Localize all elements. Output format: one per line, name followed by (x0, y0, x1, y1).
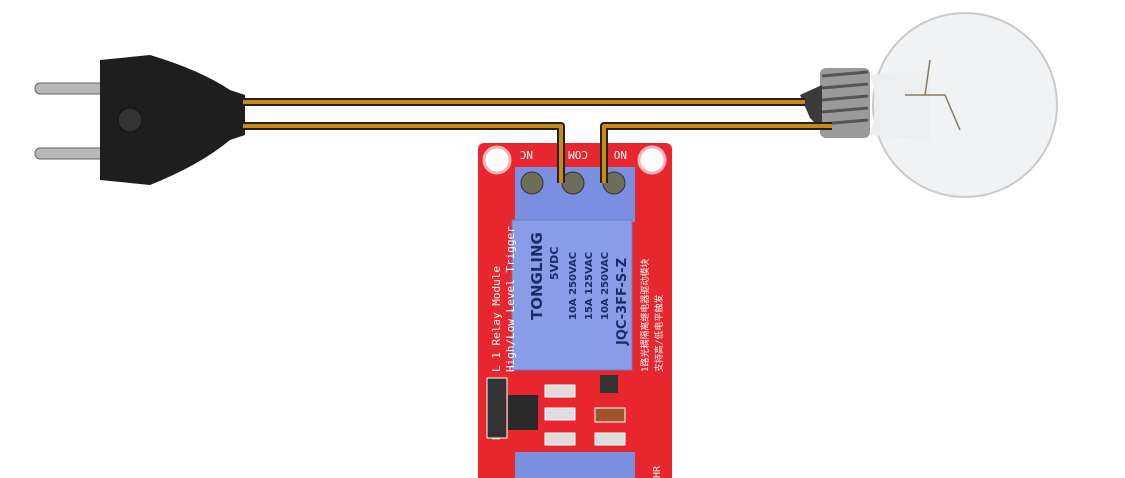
relay-model: JQC-3FF-S-Z (615, 258, 630, 346)
relay-brand: TONGLING (528, 232, 546, 320)
terminal-label-no: NO (614, 148, 627, 161)
relay-rating-2: 15A 125VAC (584, 252, 595, 320)
board-subtitle: High/Low Level Trigger (504, 226, 517, 372)
light-bulb (800, 12, 1058, 198)
screw-com (561, 171, 585, 195)
relay-rating-1: 10A 250VAC (568, 252, 579, 320)
input-terminal-block (515, 452, 635, 478)
board-cn-line-1: 1路光耦隔离继电器驱动模块 (639, 259, 651, 372)
board-title: L 1 Relay Module (490, 266, 503, 372)
corner-label: HR (652, 465, 663, 478)
screw-nc (520, 171, 544, 195)
terminal-label-nc: NC (520, 148, 533, 161)
wire-no-to-bulb (602, 124, 832, 183)
relay-coil: 5VDC (548, 247, 561, 280)
optocoupler-chip (508, 395, 538, 430)
relay (511, 219, 633, 371)
wires (243, 98, 832, 183)
board-cn-line-2: 支持高/低电平触发 (653, 295, 665, 372)
jumper-header (486, 377, 508, 439)
power-plug (34, 55, 245, 185)
transistor (600, 375, 618, 393)
relay-rating-3: 10A 250VAC (600, 252, 611, 320)
terminal-label-com: COM (568, 148, 588, 161)
wire-plug-to-com (243, 124, 563, 183)
relay-module-board: NC COM NO TONGLING 5VDC 10A 250VAC 15A 1… (478, 143, 672, 478)
